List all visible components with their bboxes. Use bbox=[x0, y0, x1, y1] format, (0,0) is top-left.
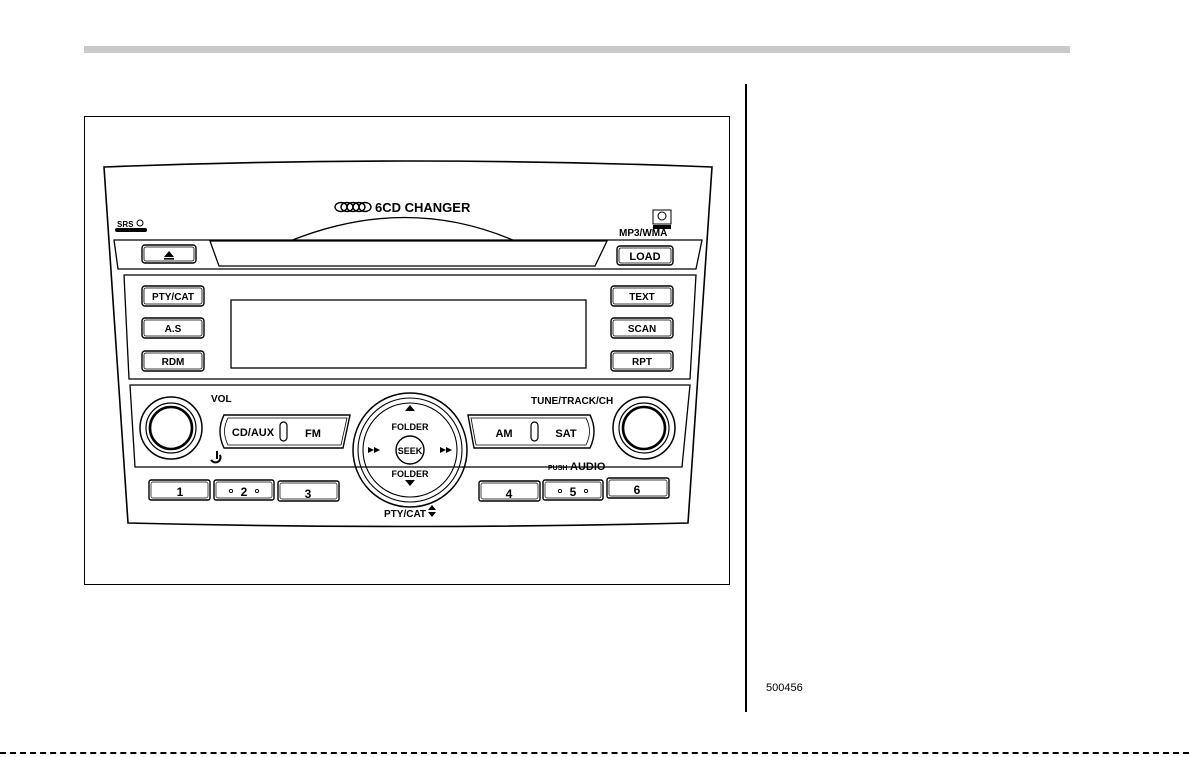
preset-3-button[interactable]: 3 bbox=[278, 481, 339, 501]
srs-label: SRS bbox=[117, 220, 134, 229]
preset-5-button[interactable]: 5 bbox=[543, 480, 603, 500]
cd-aux-button[interactable]: CD/AUX bbox=[232, 427, 275, 439]
svg-text:1: 1 bbox=[177, 485, 184, 499]
audio-unit-figure: 6CD CHANGER SRS MP3/WMA LOAD bbox=[84, 116, 730, 585]
display-bezel bbox=[124, 275, 696, 379]
audio-unit-illustration: 6CD CHANGER SRS MP3/WMA LOAD bbox=[85, 117, 731, 586]
display-screen bbox=[231, 300, 586, 368]
svg-text:2: 2 bbox=[241, 485, 248, 499]
cd-slot bbox=[210, 241, 607, 266]
srs-circle-icon bbox=[137, 220, 143, 226]
header-rule bbox=[84, 46, 1070, 53]
pty-cat-dial-label: PTY/CAT bbox=[384, 509, 426, 520]
folder-down-label[interactable]: FOLDER bbox=[392, 469, 429, 479]
pty-cat-button[interactable]: PTY/CAT bbox=[142, 286, 204, 306]
svg-text:SCAN: SCAN bbox=[628, 324, 656, 335]
compact-disc-logo-icon bbox=[653, 210, 671, 229]
push-label: PUSH bbox=[548, 465, 567, 472]
as-button[interactable]: A.S bbox=[142, 318, 204, 338]
brand-logo-icon bbox=[335, 203, 371, 212]
am-button[interactable]: AM bbox=[495, 428, 512, 440]
scan-button[interactable]: SCAN bbox=[611, 318, 673, 338]
preset-6-button[interactable]: 6 bbox=[607, 478, 669, 498]
svg-text:4: 4 bbox=[506, 487, 513, 501]
preset-4-button[interactable]: 4 bbox=[479, 481, 540, 501]
svg-text:PTY/CAT: PTY/CAT bbox=[152, 292, 194, 303]
audio-label: AUDIO bbox=[570, 461, 606, 473]
load-button[interactable]: LOAD bbox=[617, 246, 673, 265]
rpt-button[interactable]: RPT bbox=[611, 351, 673, 371]
preset-2-button[interactable]: 2 bbox=[214, 480, 274, 500]
mp3-wma-label: MP3/WMA bbox=[619, 228, 667, 239]
volume-knob[interactable] bbox=[140, 397, 202, 459]
srs-badge-bar bbox=[115, 228, 147, 232]
svg-text:TEXT: TEXT bbox=[629, 292, 655, 303]
rdm-button[interactable]: RDM bbox=[142, 351, 204, 371]
vol-label: VOL bbox=[211, 394, 232, 405]
disc-arc bbox=[290, 218, 515, 242]
svg-text:LOAD: LOAD bbox=[629, 251, 660, 263]
svg-text:RPT: RPT bbox=[632, 357, 652, 368]
svg-text:3: 3 bbox=[305, 487, 312, 501]
figure-id: 500456 bbox=[766, 682, 803, 694]
cd-slot-bezel bbox=[114, 240, 702, 269]
svg-text:RDM: RDM bbox=[162, 357, 185, 368]
fm-button[interactable]: FM bbox=[305, 428, 321, 440]
text-button[interactable]: TEXT bbox=[611, 286, 673, 306]
svg-text:6: 6 bbox=[634, 483, 641, 497]
tune-knob[interactable] bbox=[613, 397, 675, 459]
column-divider bbox=[745, 84, 747, 712]
brand-text: 6CD CHANGER bbox=[375, 200, 471, 215]
seek-forward-icon[interactable] bbox=[440, 447, 452, 453]
up-down-arrows-icon bbox=[428, 505, 436, 517]
preset-1-button[interactable]: 1 bbox=[149, 480, 210, 500]
folder-up-label[interactable]: FOLDER bbox=[392, 422, 429, 432]
svg-text:A.S: A.S bbox=[165, 324, 182, 335]
seek-back-icon[interactable] bbox=[368, 447, 380, 453]
tune-track-ch-label: TUNE/TRACK/CH bbox=[531, 396, 613, 407]
svg-text:5: 5 bbox=[570, 485, 577, 499]
seek-button[interactable]: SEEK bbox=[398, 446, 423, 456]
page-bottom-dashed-line bbox=[0, 752, 1189, 754]
sat-button[interactable]: SAT bbox=[555, 428, 576, 440]
eject-button[interactable] bbox=[142, 245, 196, 263]
folder-down-arrow-icon bbox=[405, 480, 415, 486]
folder-up-arrow-icon bbox=[405, 405, 415, 411]
power-icon bbox=[211, 451, 222, 464]
eject-icon bbox=[164, 251, 174, 257]
